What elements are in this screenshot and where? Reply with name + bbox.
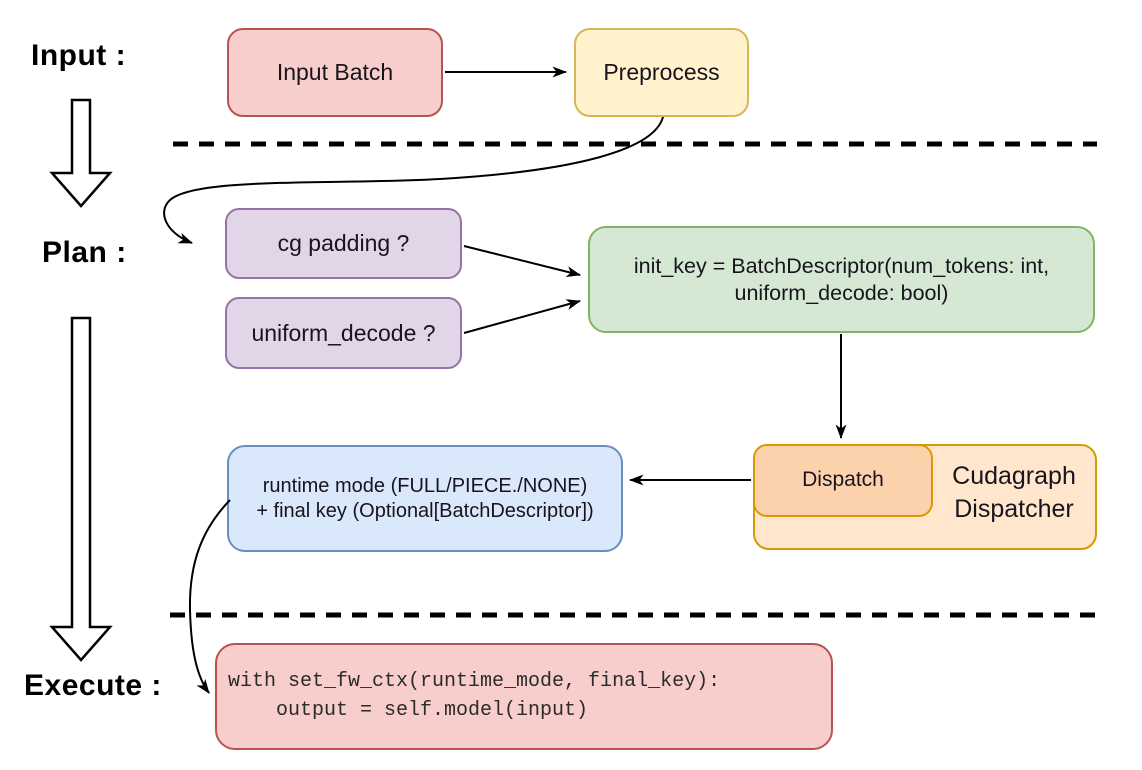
node-init-key: init_key = BatchDescriptor(num_tokens: i… (588, 226, 1095, 333)
section-label-execute: Execute : (24, 669, 162, 702)
node-uniform-decode-label: uniform_decode ? (251, 319, 436, 346)
phase-arrow-input-to-plan (49, 98, 113, 208)
node-dispatch: Dispatch (753, 444, 933, 517)
node-runtime-mode: runtime mode (FULL/PIECE./NONE) + final … (227, 445, 623, 552)
node-preprocess-label: Preprocess (603, 59, 720, 86)
node-input-batch-label: Input Batch (276, 59, 394, 86)
node-execute-code: with set_fw_ctx(runtime_mode, final_key)… (215, 643, 833, 750)
edge-cgpadding-to-initkey (463, 245, 581, 278)
phase-arrow-plan-to-execute (49, 316, 113, 662)
section-label-input: Input : (31, 39, 127, 72)
node-preprocess: Preprocess (574, 28, 749, 117)
node-runtime-mode-label: runtime mode (FULL/PIECE./NONE) + final … (256, 474, 594, 522)
node-uniform-decode: uniform_decode ? (225, 297, 462, 369)
node-execute-code-label: with set_fw_ctx(runtime_mode, final_key)… (228, 670, 721, 722)
edge-uniformdecode-to-initkey (463, 299, 581, 334)
node-init-key-label: init_key = BatchDescriptor(num_tokens: i… (633, 253, 1050, 305)
node-input-batch: Input Batch (227, 28, 443, 117)
node-cg-padding-label: cg padding ? (277, 230, 410, 257)
node-dispatch-label: Dispatch (802, 468, 884, 492)
node-cudagraph-dispatcher-label: Cudagraph Dispatcher (952, 462, 1076, 523)
section-label-plan: Plan : (42, 236, 127, 269)
node-cg-padding: cg padding ? (225, 208, 462, 279)
